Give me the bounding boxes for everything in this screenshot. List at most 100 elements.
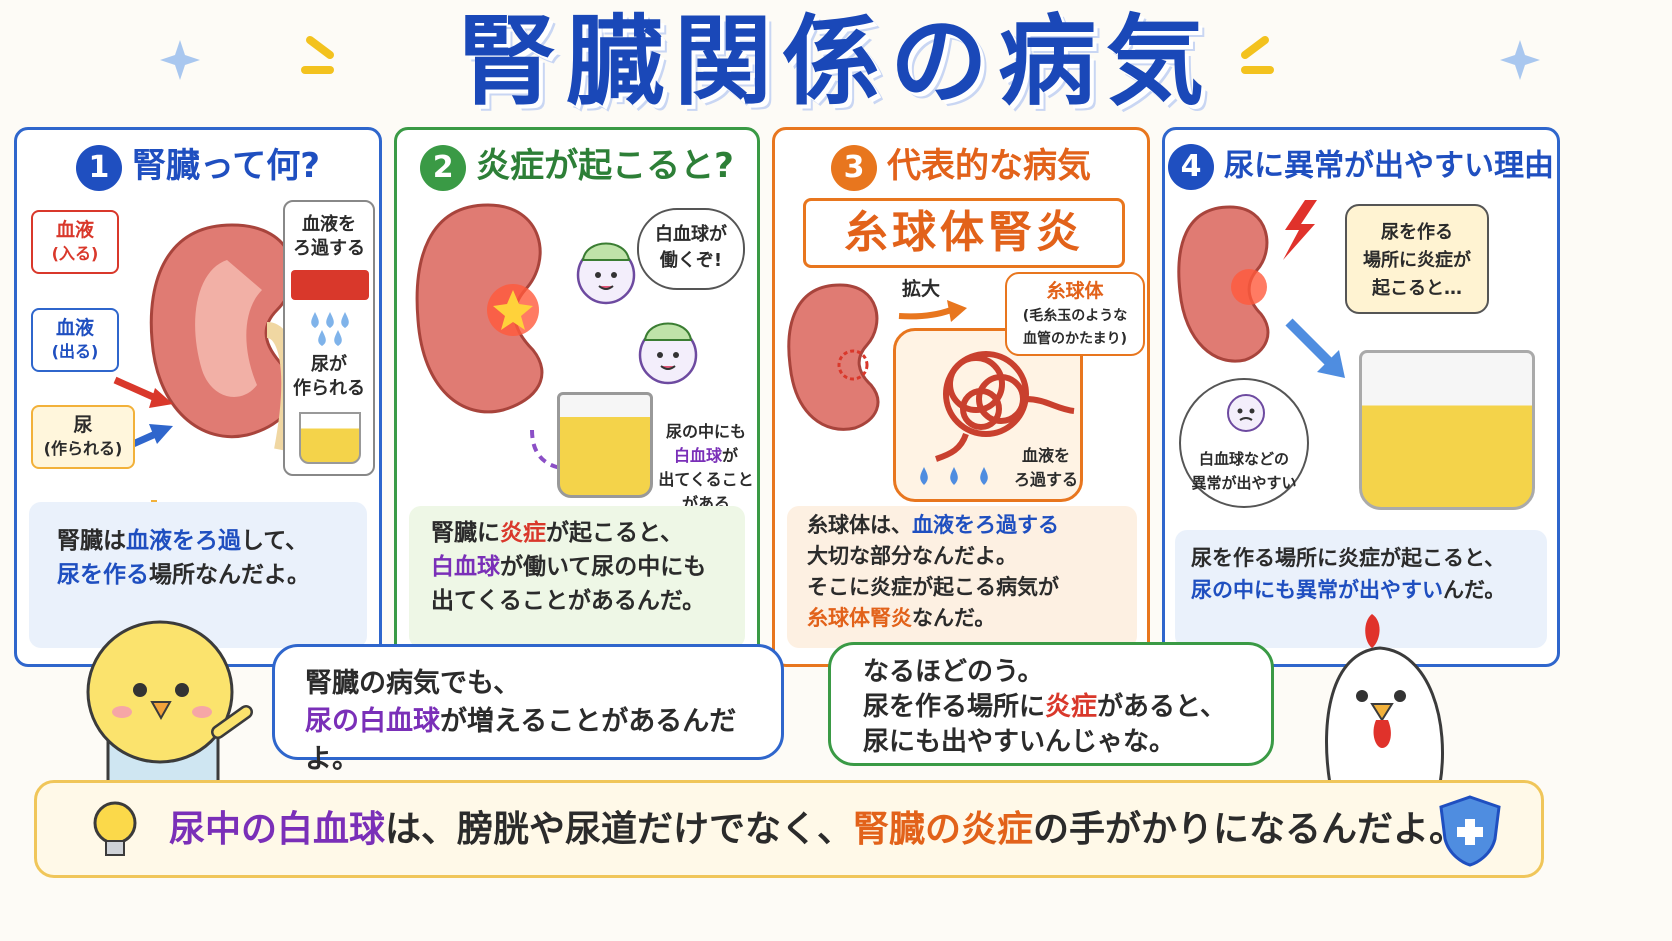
caption-line: そこに炎症が起こる病気が	[807, 575, 1059, 599]
speech-line: なるほどのう。	[863, 657, 1044, 687]
lightbulb-icon	[93, 801, 137, 856]
speech-line: 尿にも出やすいんじゃな。	[863, 727, 1176, 757]
glomerulus-callout: 糸球体 (毛糸玉のような 血管のかたまり)	[1005, 272, 1145, 356]
caption-text: んだ。	[1443, 578, 1506, 602]
speech-line-1: 白血球が	[655, 224, 727, 245]
kidney-small-illustration	[787, 283, 880, 431]
caption-highlight: 尿を作る	[57, 562, 149, 588]
caption-text: 腎臓は	[57, 528, 126, 554]
caption-highlight: 血液をろ過する	[912, 513, 1059, 537]
step-number: 3	[831, 144, 877, 191]
step-number: 2	[420, 144, 467, 191]
speech-bubble: 白血球が 働くぞ!	[637, 208, 745, 290]
footer-banner: 尿中の白血球は、膀胱や尿道だけでなく、腎臓の炎症の手がかりになるんだよ。	[34, 780, 1544, 878]
rooster-character	[1325, 614, 1444, 786]
caption-line: 尿を作る場所に炎症が起こると、	[1191, 546, 1506, 570]
heading-text: 炎症が起こると?	[476, 146, 734, 186]
kidney-inflamed-illustration	[1177, 205, 1270, 363]
panel-caption: 腎臓に炎症が起こると、 白血球が働いて尿の中にも 出てくることがあるんだ。	[409, 506, 745, 648]
filter-line-1: 血液を	[302, 214, 356, 235]
filter-line-2: ろ過する	[293, 238, 365, 259]
heading-text: 尿に異常が出やすい理由	[1224, 148, 1554, 184]
urine-note: 尿の中にも 白血球が 出てくること がある	[655, 420, 757, 516]
filter-line-2: ろ過する	[1013, 470, 1078, 489]
filter-line-1: 血液を	[1021, 446, 1070, 465]
panel-urine-abnormality-reason: 4 尿に異常が出やすい理由 尿を作る 場所に炎症が 起こると… 白血球などの 異常…	[1162, 127, 1560, 667]
tag-sub: (入る)	[51, 244, 99, 263]
panel-caption: 尿を作る場所に炎症が起こると、 尿の中にも異常が出やすいんだ。	[1175, 530, 1547, 648]
sparkle-icon	[1500, 40, 1540, 80]
chick-speech-bubble: 腎臓の病気でも、 尿の白血球が増えることがあるんだよ。	[272, 644, 784, 775]
caption-line: 大切な部分なんだよ。	[807, 544, 1017, 568]
urine-cup	[299, 412, 361, 464]
page-title: 腎臓関係の病気	[457, 5, 1214, 119]
think-line-2: 場所に炎症が	[1363, 250, 1471, 271]
sparkle-icon	[160, 40, 200, 80]
vessel-box	[291, 270, 369, 300]
footer-text: は、膀胱や尿道だけでなく、	[385, 809, 854, 850]
zoom-label: 拡大	[901, 278, 940, 300]
caption-line: 腎臓に炎症が起こると、	[431, 516, 723, 550]
arrow-icon	[898, 300, 967, 322]
note-text: が	[722, 446, 739, 465]
white-blood-cell-icon	[576, 242, 636, 305]
made-line-1: 尿が	[311, 354, 347, 375]
caption-highlight: 白血球	[431, 554, 500, 580]
caption-line: 尿を作る場所なんだよ。	[57, 558, 339, 592]
caption-text: 場所なんだよ。	[149, 562, 310, 588]
water-drop-icon	[920, 467, 988, 485]
thought-bubble: 尿を作る 場所に炎症が 起こると…	[1345, 204, 1489, 314]
caption-line: 糸球体腎炎なんだ。	[807, 603, 1117, 634]
caption-text: 腎臓に	[431, 520, 500, 546]
accent-lines-icon	[1241, 36, 1274, 74]
caption-text: 糸球体は、	[807, 513, 912, 537]
note-highlight: 白血球	[673, 446, 722, 465]
abnormal-bubble: 白血球などの 異常が出やすい	[1179, 378, 1309, 508]
urine-cup	[1359, 350, 1535, 510]
tag-label: 血液	[55, 317, 94, 339]
speech-line: 尿の白血球が増えることがあるんだよ。	[305, 703, 751, 779]
caption-highlight: 糸球体腎炎	[807, 606, 912, 630]
speech-line-2: 働くぞ!	[659, 250, 723, 271]
step-number: 4	[1168, 144, 1214, 190]
footer-text: の手がかりになるんだよ。	[1033, 809, 1466, 850]
arrow-icon	[1285, 318, 1345, 378]
caption-line: 出てくることがあるんだ。	[431, 588, 706, 614]
glomerulus-zoom: 血液を ろ過する	[893, 328, 1083, 502]
blood-out-tag: 血液 (出る)	[31, 308, 119, 372]
lightning-icon	[1283, 200, 1317, 260]
think-line-3: 起こると…	[1372, 278, 1462, 299]
water-drop-icon	[311, 312, 349, 346]
rooster-speech-bubble: なるほどのう。 尿を作る場所に炎症があると、 尿にも出やすいんじゃな。	[828, 642, 1274, 766]
disease-name-box: 糸球体腎炎	[803, 198, 1125, 268]
tag-sub: (出る)	[51, 342, 99, 361]
note-line: 出てくること	[658, 470, 754, 489]
tag-sub: (作られる)	[43, 439, 123, 458]
caption-line: 尿の中にも異常が出やすいんだ。	[1191, 574, 1531, 606]
caption-highlight: 血液をろ過	[126, 528, 241, 554]
speech-highlight: 炎症	[1045, 692, 1098, 722]
tag-label: 尿	[73, 414, 93, 436]
panel-caption: 腎臓は血液をろ過して、 尿を作る場所なんだよ。	[29, 502, 367, 648]
caption-text: が起こると、	[546, 520, 684, 546]
note-line: 尿の中にも	[665, 422, 746, 441]
callout-line: (毛糸玉のような	[1022, 308, 1128, 324]
speech-text: があると、	[1097, 692, 1226, 722]
footer-highlight: 尿中の白血球	[169, 809, 386, 850]
footer-message: 尿中の白血球は、膀胱や尿道だけでなく、腎臓の炎症の手がかりになるんだよ。	[169, 803, 1465, 857]
caption-line: 糸球体は、血液をろ過する	[807, 510, 1117, 541]
white-blood-cell-icon	[638, 322, 698, 385]
blood-in-tag: 血液 (入る)	[31, 210, 119, 274]
tag-label: 血液	[55, 219, 94, 241]
panel-caption: 糸球体は、血液をろ過する 大切な部分なんだよ。 そこに炎症が起こる病気が 糸球体…	[787, 506, 1137, 648]
abnormal-line-1: 白血球などの	[1198, 450, 1289, 468]
urine-cup	[557, 392, 653, 498]
caption-highlight: 尿の中にも異常が出やすい	[1191, 578, 1443, 602]
heading-text: 腎臓って何?	[131, 146, 321, 186]
note-line: 白血球が	[655, 444, 757, 468]
heading-text: 代表的な病気	[887, 146, 1091, 186]
